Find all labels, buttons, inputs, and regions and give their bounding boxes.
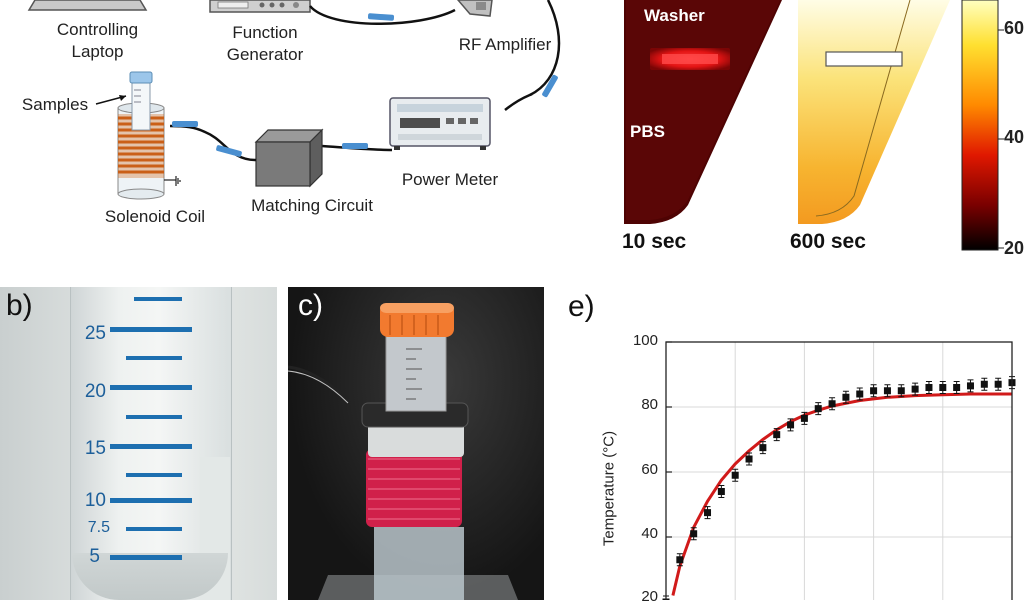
holder-ring (368, 423, 464, 457)
data-point (829, 400, 836, 407)
data-point (718, 488, 725, 495)
graduation-line (126, 527, 182, 531)
y-tick-60: 60 (624, 461, 658, 478)
cable-mc-coil (170, 126, 256, 160)
panel-label-e: e) (568, 290, 595, 324)
plot-frame (666, 342, 1012, 600)
graduation-line (126, 473, 182, 477)
data-point (953, 384, 960, 391)
power-meter-icon (390, 98, 490, 150)
rf-amplifier-label: RF Amplifier (440, 35, 570, 55)
colorbar-tick-60: 60 (990, 18, 1024, 39)
photo-tube-graduations: 25 20 15 10 7.5 5 b) (0, 287, 277, 600)
data-point (732, 472, 739, 479)
graduation-line (126, 415, 182, 419)
graduation-10: 10 (70, 490, 106, 512)
graduation-15: 15 (70, 438, 106, 460)
data-point (870, 387, 877, 394)
data-point (967, 382, 974, 389)
y-axis-label: Temperature (°C) (601, 414, 618, 564)
matching-circuit-label: Matching Circuit (232, 196, 392, 216)
solenoid-coil-icon (118, 72, 180, 199)
data-point (856, 391, 863, 398)
map-600sec (798, 0, 950, 224)
temperature-chart: Temperature (°C) 100 80 60 40 20 (596, 330, 1024, 600)
time-10sec-label: 10 sec (622, 230, 686, 254)
graduation-25: 25 (70, 323, 106, 345)
matching-circuit-icon (256, 130, 322, 186)
copper-coil (366, 449, 462, 527)
graduation-line (134, 297, 182, 301)
photo-coil-setup: c) (288, 287, 544, 600)
data-point (787, 421, 794, 428)
data-point (925, 384, 932, 391)
pbs-label: PBS (630, 122, 665, 142)
data-point (676, 556, 683, 563)
panel-label-b: b) (6, 289, 33, 323)
graduation-line (126, 356, 182, 360)
graduation-line (110, 498, 192, 503)
washer-outline (826, 52, 902, 66)
laptop-label: Controlling Laptop (40, 19, 155, 63)
graduation-line (110, 444, 192, 449)
y-tick-40: 40 (624, 525, 658, 542)
setup-drawing (288, 287, 544, 600)
power-meter-label: Power Meter (385, 170, 515, 190)
data-point (815, 405, 822, 412)
graduation-5: 5 (70, 546, 100, 568)
rf-amplifier-icon (458, 0, 492, 16)
setup-schematic: Controlling Laptop Function Generator RF… (0, 0, 600, 260)
colorbar-tick-40: 40 (990, 127, 1024, 148)
data-point (842, 394, 849, 401)
y-tick-20: 20 (624, 588, 658, 605)
chart-canvas (596, 330, 1024, 600)
data-point (704, 509, 711, 516)
data-point (690, 530, 697, 537)
function-generator-label: Function Generator (205, 22, 325, 66)
graduation-7-5: 7.5 (70, 519, 110, 537)
data-point (981, 381, 988, 388)
colorbar-tick-20: 20 (990, 238, 1024, 259)
graduation-line (110, 327, 192, 332)
graduation-line (110, 555, 182, 560)
laptop-icon (29, 0, 146, 10)
samples-label: Samples (10, 95, 100, 115)
y-tick-80: 80 (624, 396, 658, 413)
time-600sec-label: 600 sec (790, 230, 866, 254)
data-point (939, 384, 946, 391)
data-point (898, 387, 905, 394)
solenoid-coil-label: Solenoid Coil (90, 207, 220, 227)
y-tick-100: 100 (624, 332, 658, 349)
simulation-panel: Washer PBS 10 sec 600 sec 60 40 20 (610, 0, 1024, 270)
graduation-line (110, 385, 192, 390)
data-point (995, 381, 1002, 388)
data-point (773, 431, 780, 438)
data-point (912, 386, 919, 393)
graduation-20: 20 (70, 381, 106, 403)
data-point (746, 456, 753, 463)
data-point (759, 444, 766, 451)
data-point (801, 415, 808, 422)
data-point (884, 387, 891, 394)
function-generator-icon (210, 0, 310, 12)
washer-label: Washer (644, 6, 705, 26)
panel-label-c: c) (298, 289, 323, 323)
